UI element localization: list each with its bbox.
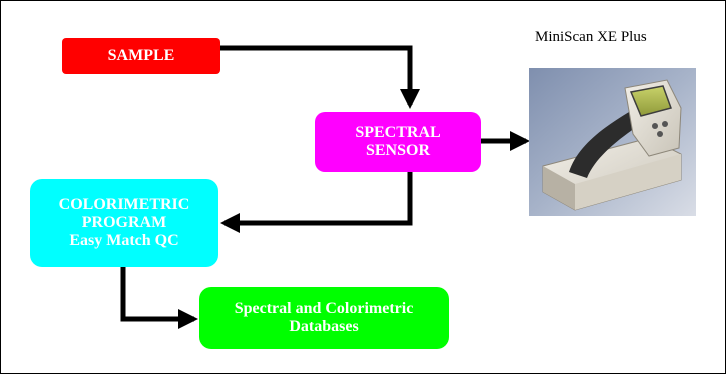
sample-box: SAMPLE [62, 38, 220, 74]
databases-box: Spectral and Colorimetric Databases [199, 287, 449, 349]
arrow-sample-to-sensor [220, 45, 420, 109]
colorimetric-program-line-2: PROGRAM [81, 214, 167, 231]
spectral-sensor-line-2: SENSOR [365, 142, 430, 159]
colorimetric-program-line-1: COLORIMETRIC [58, 196, 190, 213]
databases-line-1: Spectral and Colorimetric [234, 300, 414, 317]
colorimetric-program-line-3: Easy Match QC [69, 232, 179, 249]
sample-label: SAMPLE [107, 47, 175, 64]
miniscan-device-image [529, 68, 696, 216]
colorimetric-program-box: COLORIMETRIC PROGRAM Easy Match QC [30, 179, 218, 267]
device-caption: MiniScan XE Plus [535, 29, 647, 45]
arrow-program-to-databases [120, 267, 198, 329]
spectral-sensor-line-1: SPECTRAL [355, 124, 441, 141]
databases-line-2: Databases [289, 318, 359, 335]
spectral-sensor-box: SPECTRAL SENSOR [315, 112, 481, 172]
arrow-sensor-to-program [220, 172, 413, 233]
